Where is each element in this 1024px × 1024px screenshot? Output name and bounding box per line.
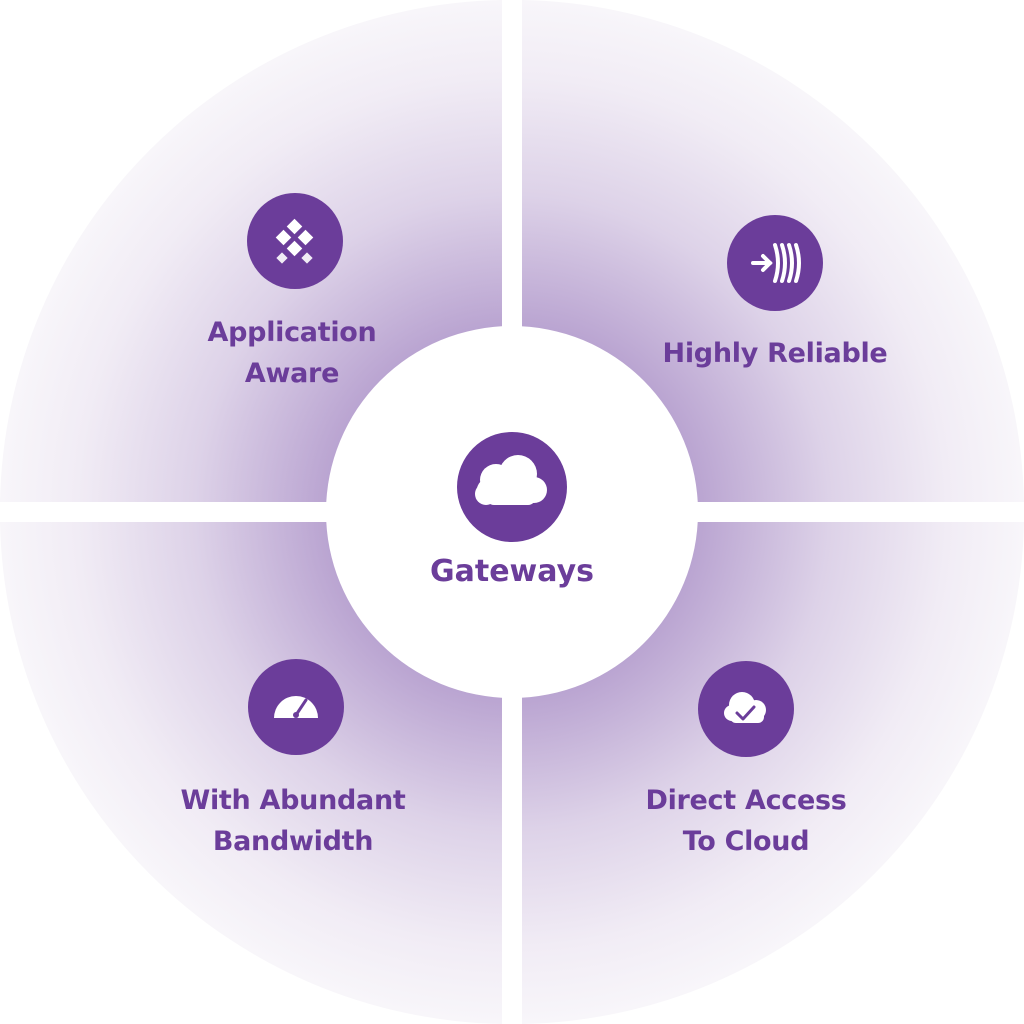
label-direct-access-to-cloud: Direct Access To Cloud <box>645 780 846 862</box>
label-highly-reliable: Highly Reliable <box>663 333 888 374</box>
cloud-check-icon <box>698 661 794 757</box>
quadrant-bottom-right <box>522 522 1024 1024</box>
label-line: Direct Access <box>645 785 847 816</box>
speedometer-icon <box>248 659 344 755</box>
arrow-into-lines-icon <box>727 215 823 311</box>
diamond-grid-icon <box>247 193 343 289</box>
label-application-aware: Application Aware <box>208 312 377 394</box>
label-with-abundant-bandwidth: With Abundant Bandwidth <box>180 780 405 862</box>
cloud-icon <box>457 432 567 542</box>
quadrant-bottom-left <box>0 522 502 1024</box>
label-line: Bandwidth <box>212 826 374 857</box>
center-label-gateways: Gateways <box>429 554 595 589</box>
label-line: Highly Reliable <box>662 338 888 369</box>
label-line: Application <box>207 317 377 348</box>
label-line: To Cloud <box>682 826 810 857</box>
label-line: With Abundant <box>180 785 406 816</box>
label-line: Aware <box>244 358 340 389</box>
